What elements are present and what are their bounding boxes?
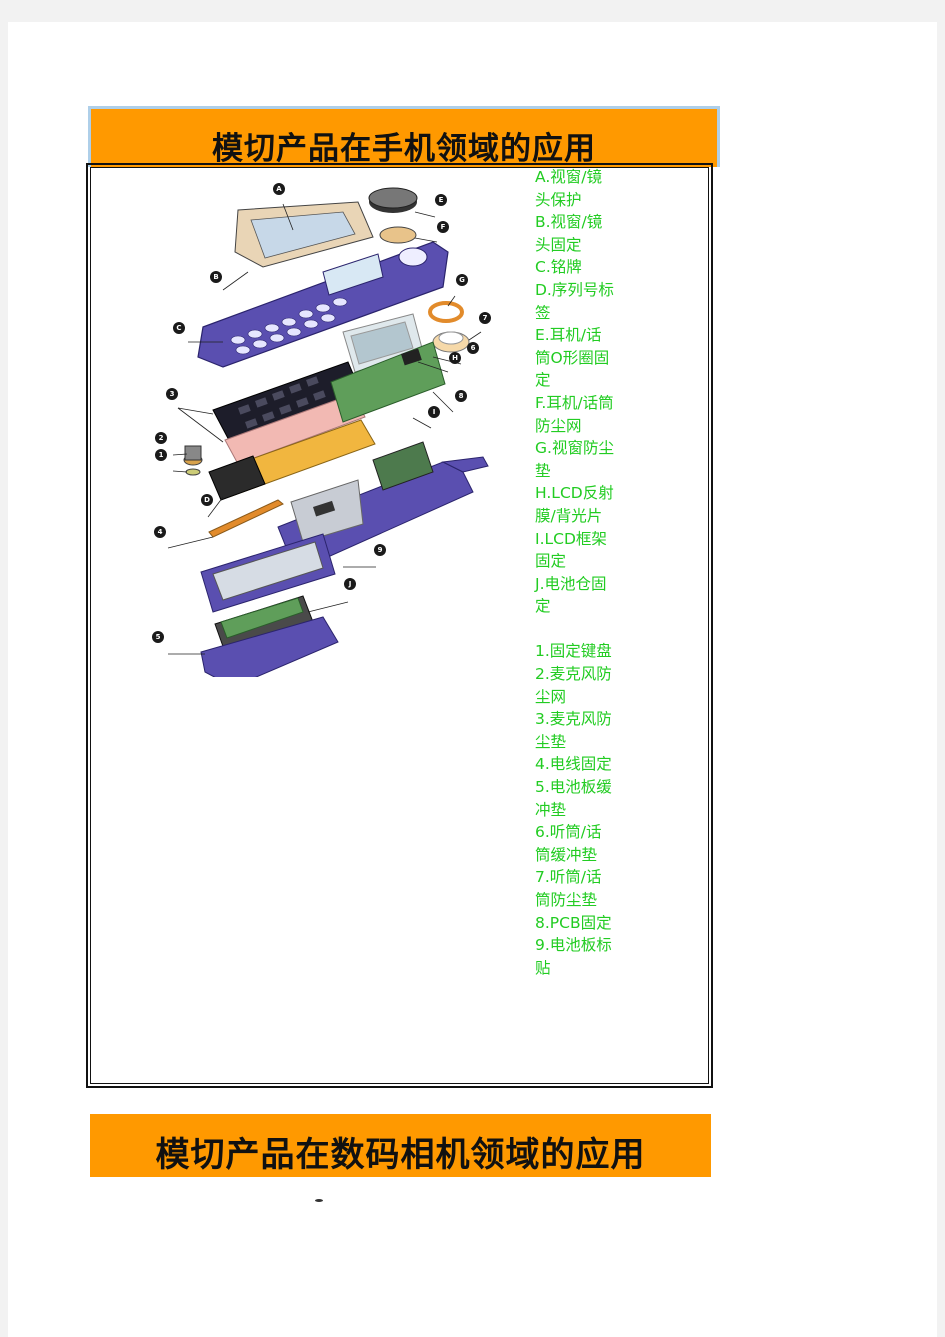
legend-item: 5.电池板缓冲垫 (535, 778, 612, 819)
callout-lines (167, 203, 482, 655)
legend-gap (535, 618, 615, 641)
callout-badge: C (173, 322, 185, 334)
legend-item: 7.听筒/话筒防尘垫 (535, 868, 602, 909)
callout-badge: 7 (479, 312, 491, 324)
battery-frame-part (200, 533, 336, 613)
legend-item: E.耳机/话筒O形圈固定 (535, 326, 610, 390)
keypad-pad-part (224, 393, 366, 465)
callout-badge: D (201, 494, 213, 506)
legend-item: A.视窗/镜头保护 (535, 168, 602, 209)
phone-figure-frame (86, 163, 713, 1088)
legend-item: F.耳机/话筒防尘网 (535, 393, 614, 435)
callout-badge: H (449, 352, 461, 364)
callout-badge: 1 (155, 449, 167, 461)
legend-item: 8.PCB固定 (535, 913, 612, 932)
document-page: 模切产品在手机领域的应用 (8, 22, 937, 1337)
microphone-part (183, 445, 203, 476)
callout-badge: 4 (154, 526, 166, 538)
legend-item: 1.固定键盘 (535, 642, 612, 661)
legend-item: G.视窗防尘垫 (535, 439, 614, 480)
front-housing-part (197, 241, 449, 368)
callout-badge: 5 (152, 631, 164, 643)
callout-badge: 6 (467, 342, 479, 354)
callout-badge: 3 (166, 388, 178, 400)
camera-figure-fragment (315, 1199, 323, 1202)
keypad-circuit-part (208, 419, 376, 501)
antenna-strip-part (208, 499, 284, 538)
earpiece-part (368, 187, 418, 244)
window-cover-part (234, 201, 374, 268)
legend-item: D.序列号标签 (535, 280, 614, 322)
callout-badge: B (210, 271, 222, 283)
legend-item: J.电池仓固定 (535, 574, 607, 616)
legend-item: I.LCD框架固定 (535, 529, 607, 571)
ring-parts (428, 301, 470, 353)
phone-exploded-diagram (167, 187, 489, 677)
section-title-phone: 模切产品在手机领域的应用 (88, 106, 720, 167)
pcb-board-part (330, 341, 446, 423)
callout-badge: A (273, 183, 285, 195)
callout-badge: J (344, 578, 356, 590)
callout-badge: E (435, 194, 447, 206)
callout-badge: I (428, 406, 440, 418)
section-title-camera: 模切产品在数码相机领域的应用 (90, 1114, 711, 1177)
legend-item: 6.听筒/话筒缓冲垫 (535, 823, 602, 864)
legend-item: 2.麦克风防尘网 (535, 665, 612, 706)
legend-item: 3.麦克风防尘垫 (535, 710, 612, 751)
callout-badge: G (456, 274, 468, 286)
battery-cover-part (200, 616, 339, 677)
back-housing-part (277, 441, 489, 558)
legend-list: A.视窗/镜头保护 B.视窗/镜头固定 C.铭牌 D.序列号标签 E.耳机/话筒… (535, 166, 615, 979)
legend-item: 9.电池板标贴 (535, 936, 612, 977)
legend-item: 4.电线固定 (535, 755, 612, 774)
legend-item: H.LCD反射膜/背光片 (535, 484, 614, 525)
callout-badge: 2 (155, 432, 167, 444)
callout-badge: 8 (455, 390, 467, 402)
legend-item: B.视窗/镜头固定 (535, 213, 603, 254)
legend-item: C.铭牌 (535, 258, 582, 277)
callout-badge: F (437, 221, 449, 233)
callout-badge: 9 (374, 544, 386, 556)
